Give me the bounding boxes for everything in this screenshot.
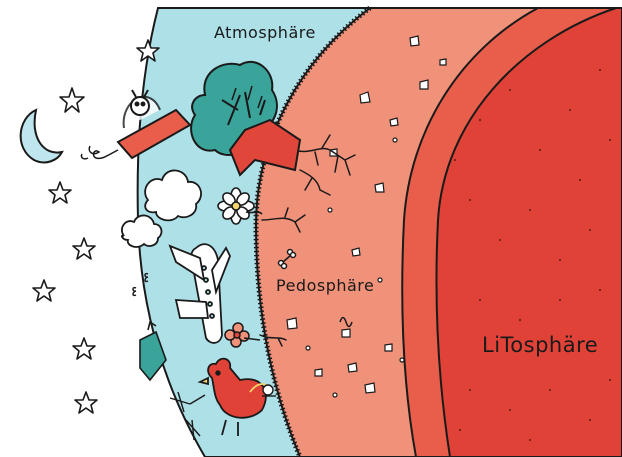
stone-icon (328, 208, 332, 212)
stone-icon (306, 346, 310, 350)
stone-icon (352, 248, 360, 256)
stone-icon (410, 36, 419, 46)
atmosphere-label: Atmosphäre (214, 23, 316, 42)
lithosphere-label: LiTosphäre (482, 333, 598, 357)
stone-icon (385, 344, 392, 351)
stone-icon (375, 183, 384, 192)
pedosphere-label: Pedosphäre (276, 276, 374, 295)
stone-icon (365, 383, 375, 393)
stone-icon (390, 118, 398, 126)
stone-icon (333, 393, 337, 397)
stone-icon (315, 369, 322, 376)
stone-icon (400, 358, 404, 362)
stone-icon (342, 329, 350, 337)
stone-icon (348, 363, 357, 372)
stone-icon (440, 59, 446, 65)
stone-icon (393, 138, 397, 142)
stone-icon (287, 318, 297, 329)
stone-icon (420, 80, 428, 89)
stone-icon (378, 278, 382, 282)
